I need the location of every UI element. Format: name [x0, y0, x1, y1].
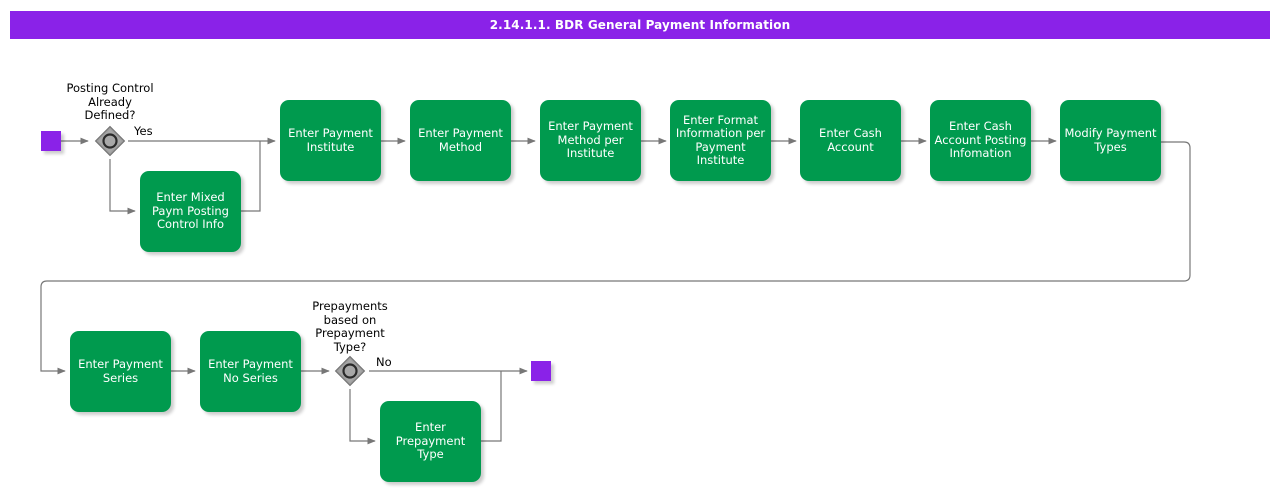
task-enter-payment-no-series[interactable]: Enter Payment No Series — [200, 331, 301, 412]
task-label: Enter Format Information per Payment Ins… — [675, 112, 766, 167]
task-label: Enter Prepayment Type — [395, 420, 466, 462]
task-modify-payment-types[interactable]: Modify Payment Types — [1060, 100, 1161, 181]
flow-prepayment-rejoin — [481, 371, 502, 442]
task-enter-payment-method-per-institute[interactable]: Enter Payment Method per Institute — [540, 100, 641, 181]
task-label: Enter Payment Method — [418, 126, 503, 154]
flow-gateway1-no — [109, 159, 136, 215]
page-title-bar: 2.14.1.1. BDR General Payment Informatio… — [10, 11, 1270, 39]
task-enter-prepayment-type[interactable]: Enter Prepayment Type — [380, 401, 481, 482]
page-title: 2.14.1.1. BDR General Payment Informatio… — [489, 18, 791, 32]
task-enter-payment-method[interactable]: Enter Payment Method — [410, 100, 511, 181]
flow-label-no: No — [376, 355, 392, 369]
task-enter-cash-account[interactable]: Enter Cash Account — [800, 100, 901, 181]
task-label: Enter Mixed Paym Posting Control Info — [152, 190, 229, 232]
task-label: Enter Payment Series — [78, 357, 163, 385]
flow-label-yes: Yes — [134, 124, 153, 138]
gateway-prepayments-label: Prepayments based on Prepayment Type? — [312, 299, 388, 354]
task-enter-mixed-paym-posting-control-info[interactable]: Enter Mixed Paym Posting Control Info — [140, 171, 241, 252]
gateway-posting-control-label: Posting Control Already Defined? — [66, 81, 154, 122]
flow-gateway2-yes — [349, 389, 376, 445]
end-event[interactable] — [531, 361, 551, 381]
start-event[interactable] — [41, 131, 61, 151]
task-label: Enter Payment Institute — [288, 126, 373, 154]
task-label: Enter Payment Method per Institute — [548, 119, 633, 161]
task-enter-payment-institute[interactable]: Enter Payment Institute — [280, 100, 381, 181]
gateway-prepayments[interactable] — [333, 354, 367, 388]
task-label: Enter Payment No Series — [208, 357, 293, 385]
gateway-posting-control[interactable] — [93, 124, 127, 158]
task-enter-format-information-per-payment-institute[interactable]: Enter Format Information per Payment Ins… — [670, 100, 771, 181]
task-label: Enter Cash Account — [819, 126, 882, 154]
task-enter-cash-account-posting-infomation[interactable]: Enter Cash Account Posting Infomation — [930, 100, 1031, 181]
flow-mixed-rejoin — [241, 141, 261, 212]
task-label: Modify Payment Types — [1064, 126, 1157, 154]
task-enter-payment-series[interactable]: Enter Payment Series — [70, 331, 171, 412]
task-label: Enter Cash Account Posting Infomation — [934, 119, 1027, 161]
